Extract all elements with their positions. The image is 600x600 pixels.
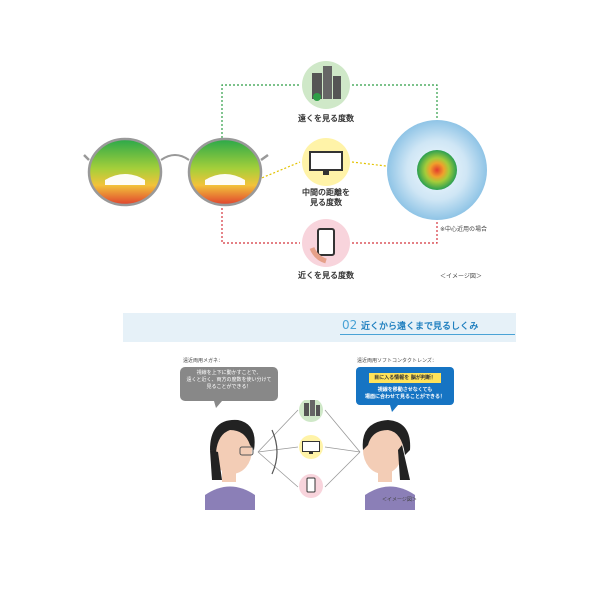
section-banner: 02 近くから遠くまで見るしくみ bbox=[123, 313, 516, 342]
near-label: 近くを見る度数 bbox=[298, 271, 354, 280]
right-sight-lines bbox=[324, 409, 361, 488]
left-speech-bubble: 視線を上下に動かすことで、 遠くと近く、両方の度数を使い分けて 見ることができる… bbox=[180, 367, 278, 401]
right-bubble-line2: 場面に合わせて見ることができる！ bbox=[365, 394, 445, 400]
eye-contact-illustration bbox=[387, 120, 487, 220]
left-person-illustration bbox=[205, 419, 255, 510]
left-caption: 遠近両用メガネ： bbox=[183, 358, 224, 364]
right-bubble-line1: 視線を移動させなくても bbox=[377, 387, 433, 393]
brain-judges-tag: 目に入る情報を 脳が判断！ bbox=[369, 373, 441, 383]
smartphone-icon bbox=[309, 228, 335, 264]
image-note-bottom: ＜イメージ図＞ bbox=[382, 497, 417, 503]
bottom-diagram bbox=[205, 400, 415, 510]
left-bubble-line2: 遠くと近く、両方の度数を使い分けて bbox=[186, 377, 272, 383]
mid-label-2: 見る度数 bbox=[310, 198, 342, 207]
far-label: 遠くを見る度数 bbox=[298, 114, 354, 123]
small-smartphone-icon bbox=[306, 477, 316, 493]
banner-underline bbox=[340, 334, 515, 335]
right-bubble-tail bbox=[390, 405, 398, 412]
mid-label-1: 中間の距離を bbox=[302, 188, 350, 197]
left-bubble-line3: 見ることができる！ bbox=[206, 384, 252, 390]
right-caption: 遠近両用ソフトコンタクトレンズ： bbox=[357, 358, 437, 364]
left-sight-lines bbox=[257, 409, 299, 488]
left-bubble-tail bbox=[214, 401, 222, 408]
small-monitor-icon bbox=[302, 441, 320, 454]
glasses-illustration bbox=[83, 137, 269, 207]
center-note: ※中心近用の場合 bbox=[440, 226, 488, 233]
small-building-icon bbox=[304, 400, 320, 416]
section-title: 近くから遠くまで見るしくみ bbox=[361, 322, 479, 332]
building-icon bbox=[312, 66, 341, 101]
top-diagram bbox=[83, 61, 487, 267]
left-bubble-line1: 視線を上下に動かすことで、 bbox=[196, 370, 262, 376]
monitor-icon bbox=[309, 151, 343, 175]
section-number: 02 bbox=[342, 318, 358, 332]
right-speech-bubble: 目に入る情報を 脳が判断！ 視線を移動させなくても 場面に合わせて見ることができ… bbox=[356, 367, 454, 405]
image-note-top: ＜イメージ図＞ bbox=[440, 273, 482, 280]
right-person-illustration bbox=[362, 420, 415, 510]
